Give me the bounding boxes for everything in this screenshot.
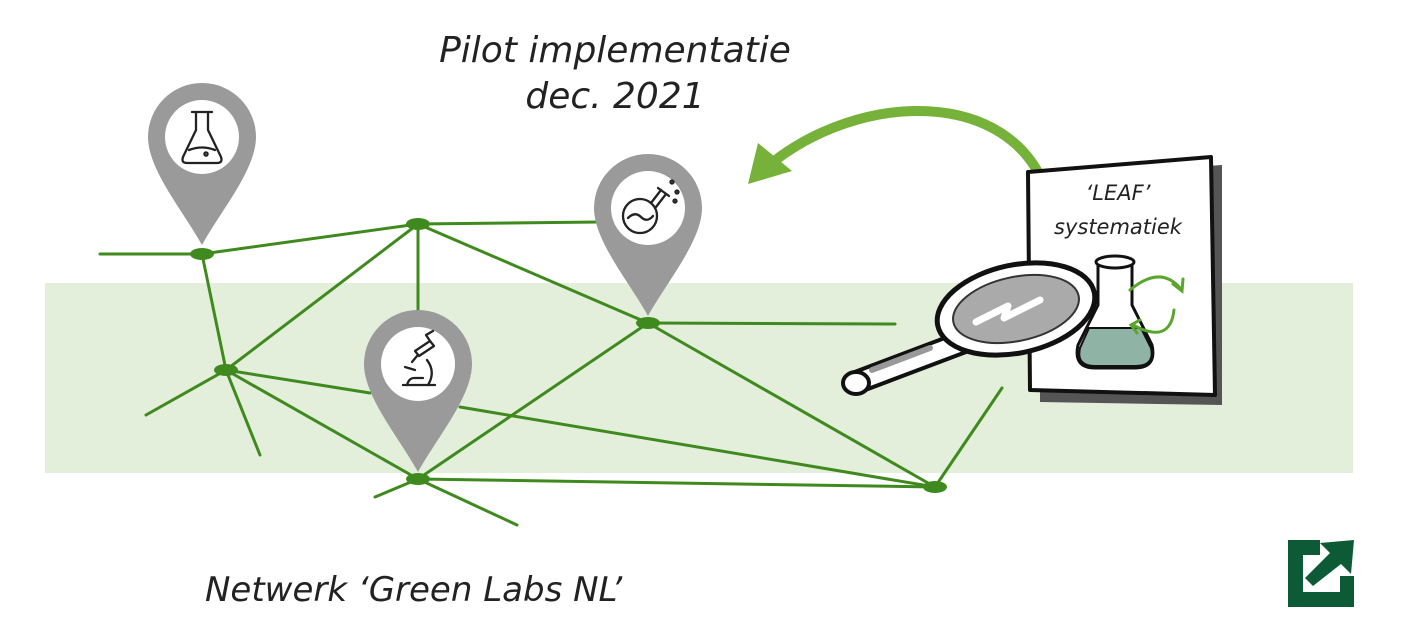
network-edges [98,220,1004,527]
recycle-arrows-icon [1128,275,1185,335]
network-caption: Netwerk ‘Green Labs NL’ [205,570,623,610]
network-node [406,218,430,230]
network-node [923,481,947,493]
title-line-2: dec. 2021 [525,76,705,117]
network-nodes [190,218,947,493]
flask-icon [181,110,223,165]
round-flask-icon [621,179,680,235]
location-pin-microscope [364,310,472,472]
network-node [214,364,238,376]
network-edge [416,477,937,489]
magnifying-glass-icon [841,260,1098,396]
network-edge [646,321,937,489]
location-pin-round-flask [594,154,702,316]
document-label-line-1: ‘LEAF’ [1085,181,1151,205]
network-node [190,248,214,260]
network-edge [416,222,650,325]
network-node [636,317,660,329]
recycle-flask [1075,254,1185,370]
location-pin-flask [148,83,256,245]
network-edge [224,222,420,372]
network-edge [144,368,228,417]
network-edge [224,368,420,481]
external-link-icon [1288,540,1354,607]
network-edge [224,368,262,457]
document-label-line-2: systematiek [1054,215,1182,239]
network-edge [224,368,372,395]
curved-arrow [748,106,1051,195]
network-edge [200,252,228,372]
network-edge [646,321,897,326]
network-edge [416,220,602,226]
network-edge [933,386,1004,489]
network-edge [416,321,650,481]
network-edge [458,405,937,489]
network-node [406,473,430,485]
network-edge [416,477,519,527]
microscope-icon [401,329,437,387]
title-line-1: Pilot implementatie [439,30,791,71]
network-edge [200,222,420,256]
